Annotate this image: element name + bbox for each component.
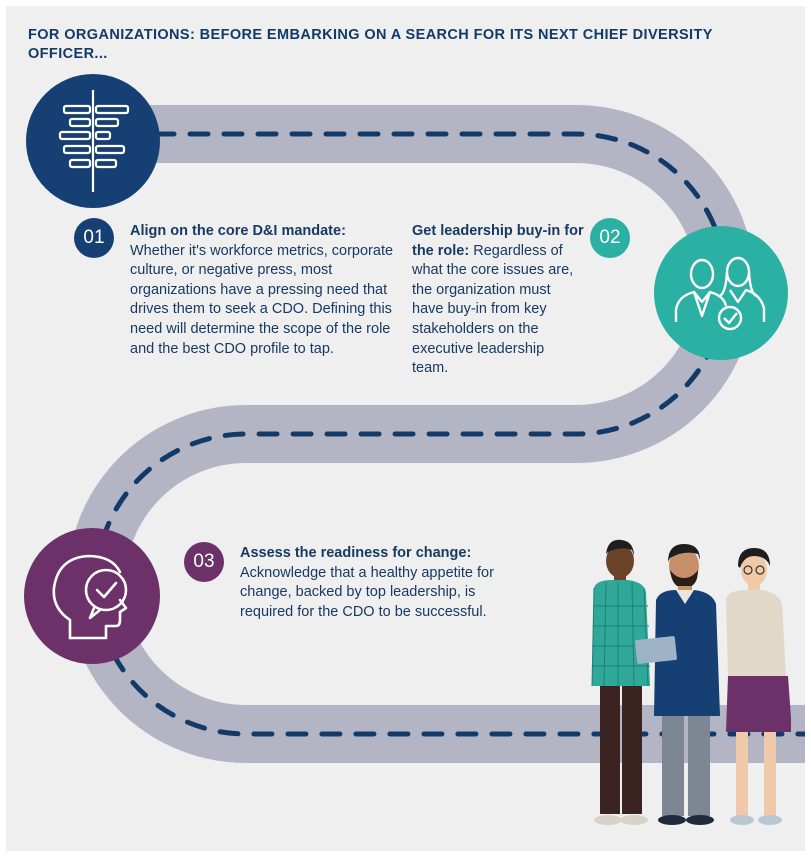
head-checkmark-icon [52, 554, 128, 640]
step-1-number: 01 [74, 218, 114, 258]
person-center-illustration [635, 544, 720, 825]
step-1-heading: Align on the core D&I mandate: [130, 223, 346, 239]
step-2-body: Regardless of what the core issues are, … [412, 242, 574, 377]
alignment-bars-icon [58, 90, 130, 192]
road-path [67, 105, 805, 763]
step-3-number: 03 [184, 542, 224, 582]
step-2-text: Get leadership buy-in for the role: Rega… [412, 222, 584, 379]
step-3-heading: Assess the readiness for change: [240, 545, 472, 561]
step-1-text: Align on the core D&I mandate: Whether i… [130, 222, 398, 359]
step-3-icon-circle [24, 528, 160, 664]
page-title: FOR ORGANIZATIONS: BEFORE EMBARKING ON A… [28, 27, 713, 62]
people-illustration [591, 539, 791, 825]
leadership-approval-icon [674, 256, 766, 331]
step-2-icon-circle [654, 226, 788, 360]
step-2-heading: Get leadership buy-in for the role: [412, 223, 584, 259]
step-1-icon-circle [26, 74, 160, 208]
infographic: FOR ORGANIZATIONS: BEFORE EMBARKING ON A… [6, 6, 805, 851]
person-right-illustration [726, 548, 791, 825]
step-2-number: 02 [590, 218, 630, 258]
step-1-body: Whether it's workforce metrics, corporat… [130, 242, 394, 357]
person-left-illustration [591, 539, 650, 825]
step-3-text: Assess the readiness for change: Acknowl… [240, 544, 510, 622]
step-3-body: Acknowledge that a healthy appetite for … [240, 564, 494, 620]
